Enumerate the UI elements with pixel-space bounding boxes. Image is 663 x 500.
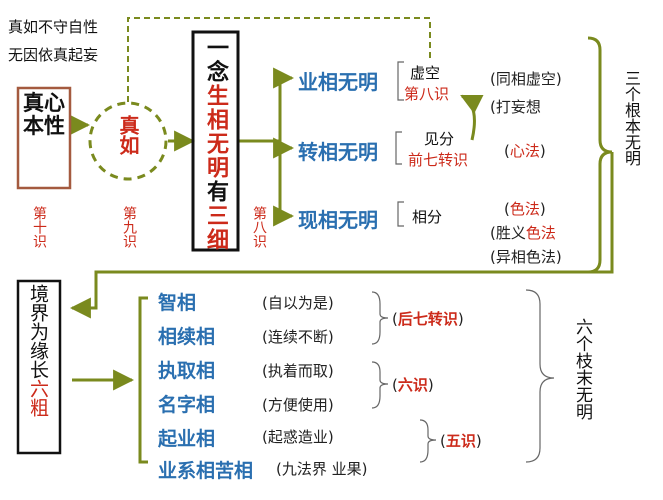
paren: ( bbox=[392, 376, 398, 394]
three-root-label: 三个根本无明 bbox=[622, 70, 641, 166]
coarse-2-note: (连续不断) bbox=[262, 328, 334, 346]
label-ninth: 第九识 bbox=[121, 206, 137, 248]
six-coarse-title-part2: 六粗 bbox=[27, 379, 49, 417]
coarse-2: 相续相 bbox=[158, 326, 216, 348]
label-eighth: 第八识 bbox=[251, 206, 267, 248]
note-xian-b: (胜义色法 bbox=[490, 222, 556, 243]
coarse-3: 执取相 bbox=[158, 360, 216, 382]
paren: ( bbox=[504, 200, 510, 218]
subtle-1-detail-bottom: 第八识 bbox=[404, 85, 450, 103]
subtle-3-detail-top: 相分 bbox=[412, 208, 443, 226]
note-sefa-2: 色法 bbox=[525, 224, 556, 242]
coarse-5-note: (起惑造业) bbox=[262, 428, 334, 446]
group-later-seven-word: 后七转识 bbox=[397, 310, 458, 328]
yinian-part2: 生相无明 bbox=[203, 84, 228, 180]
yinian-part1: 一念 bbox=[203, 36, 228, 84]
coarse-4: 名字相 bbox=[158, 394, 216, 416]
paren: ( bbox=[440, 432, 446, 450]
subtle-1: 业相无明 bbox=[298, 70, 378, 94]
note-xian-a: (色法) bbox=[504, 198, 546, 219]
six-coarse-box bbox=[16, 279, 62, 455]
bracket-three-root bbox=[587, 36, 613, 274]
paren: ( bbox=[504, 142, 510, 160]
top-note-line2: 无因依真起妄 bbox=[8, 46, 99, 64]
yinian-text: 一念生相无明有三细 bbox=[202, 36, 228, 252]
note-zhuanxiang: (心法) bbox=[504, 140, 546, 161]
dashed-connector bbox=[127, 17, 431, 102]
subtle-3: 现相无明 bbox=[298, 208, 378, 232]
paren: ) bbox=[427, 376, 434, 394]
bracket-six-items bbox=[138, 296, 148, 464]
group-fifth-word: 五识 bbox=[445, 432, 476, 450]
yinian-part3: 有 bbox=[203, 180, 228, 204]
paren: ( bbox=[392, 310, 398, 328]
subtle-2-detail-bottom: 前七转识 bbox=[408, 151, 469, 169]
coarse-6: 业系相苦相 bbox=[158, 460, 254, 482]
paren: ) bbox=[475, 432, 482, 450]
note-xinfa: 心法 bbox=[509, 142, 540, 160]
subtle-2-detail-top: 见分 bbox=[424, 130, 455, 148]
line-root-to-six bbox=[69, 152, 614, 319]
coarse-1-note: (自以为是) bbox=[262, 294, 334, 312]
coarse-4-note: (方便使用) bbox=[262, 396, 334, 414]
true-mind-box bbox=[16, 86, 72, 190]
note-yexiang-b: (打妄想 bbox=[490, 98, 541, 116]
coarse-1: 智相 bbox=[158, 292, 197, 314]
zhenru-circle bbox=[88, 101, 168, 181]
group-later-seven: (后七转识) bbox=[392, 308, 464, 329]
curved-arrow bbox=[460, 94, 484, 141]
top-note-line1: 真如不守自性 bbox=[8, 18, 99, 36]
zhenru-label: 真如 bbox=[116, 115, 140, 155]
group-fifth: (五识) bbox=[440, 430, 482, 451]
yinian-part4: 三细 bbox=[203, 204, 228, 252]
note-yexiang-a: (同相虚空) bbox=[490, 70, 562, 88]
six-coarse-title: 境界为缘长六粗 bbox=[27, 284, 49, 417]
label-tenth: 第十识 bbox=[31, 206, 47, 248]
paren: ) bbox=[539, 142, 546, 160]
note-sefa: 色法 bbox=[509, 200, 540, 218]
paren: ) bbox=[457, 310, 464, 328]
six-coarse-title-part1: 境界为缘长 bbox=[27, 284, 49, 379]
group-sixth-word: 六识 bbox=[397, 376, 428, 394]
group-sixth: (六识) bbox=[392, 374, 434, 395]
subtle-2: 转相无明 bbox=[298, 140, 378, 164]
true-mind-label: 真心本性 bbox=[23, 91, 65, 138]
paren: ) bbox=[539, 200, 546, 218]
yinian-box bbox=[191, 30, 240, 252]
note-xian-c: (异相色法) bbox=[490, 248, 562, 266]
coarse-3-note: (执着而取) bbox=[262, 362, 334, 380]
coarse-6-note: (九法界 业果) bbox=[276, 460, 368, 478]
coarse-5: 起业相 bbox=[158, 428, 216, 450]
subtle-1-detail-top: 虚空 bbox=[410, 64, 441, 82]
six-branch-label: 六个枝末无明 bbox=[572, 318, 592, 420]
note-shengyi: (胜义 bbox=[490, 224, 526, 242]
